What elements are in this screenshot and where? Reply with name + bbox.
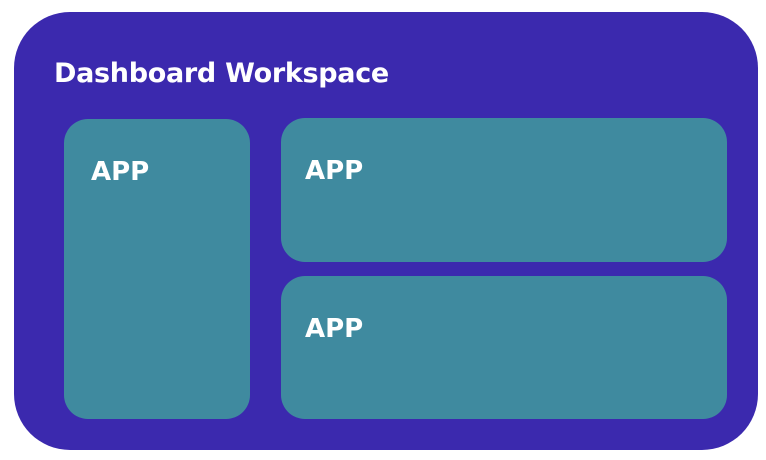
- app-tile-label: APP: [91, 157, 150, 187]
- app-tile-top-right[interactable]: APP: [281, 118, 727, 262]
- app-tile-bottom-right[interactable]: APP: [281, 276, 727, 419]
- workspace-title: Dashboard Workspace: [54, 58, 389, 89]
- dashboard-workspace: Dashboard Workspace APP APP APP: [14, 12, 758, 450]
- app-tile-label: APP: [305, 314, 364, 344]
- app-tile-label: APP: [305, 156, 364, 186]
- app-tile-left[interactable]: APP: [64, 119, 250, 419]
